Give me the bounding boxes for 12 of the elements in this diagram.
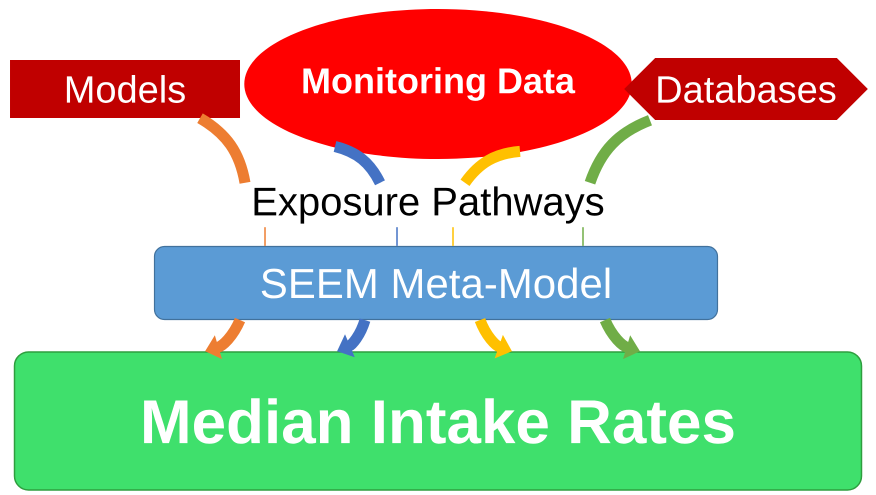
connector-line	[264, 227, 266, 246]
result-box: Median Intake Rates	[14, 351, 862, 491]
source-hexagon: Databases	[624, 58, 868, 120]
connector-line	[396, 227, 398, 246]
curved-band	[197, 114, 250, 184]
model-box: SEEM Meta-Model	[154, 246, 718, 320]
source-box: Models	[10, 60, 240, 118]
connector-line	[582, 227, 584, 246]
curved-band	[584, 115, 652, 185]
connector-line	[452, 227, 454, 246]
pathway-label: Exposure Pathways	[254, 186, 604, 224]
curved-band	[460, 146, 521, 186]
